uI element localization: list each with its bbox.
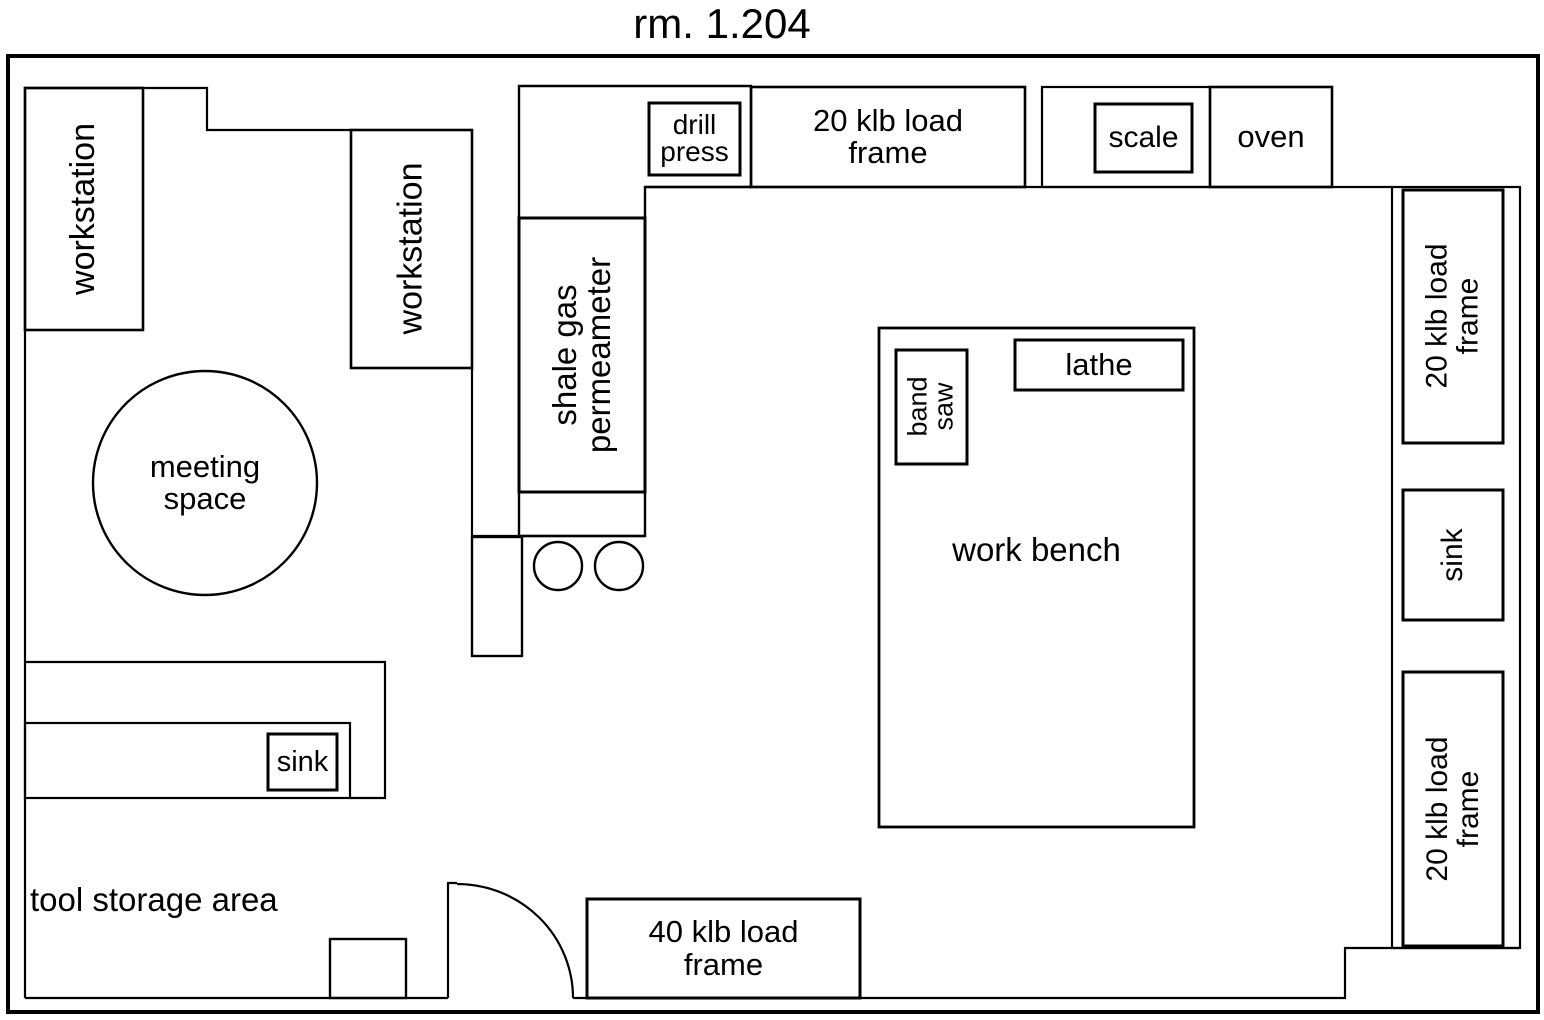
workstation-nw-label: workstation xyxy=(64,123,103,295)
load-frame-20-top-label: 20 klb load frame xyxy=(813,102,963,170)
stool-circle-1 xyxy=(532,540,584,592)
wall-sink-counter-partition xyxy=(25,660,387,800)
work-bench-label: work bench xyxy=(952,530,1121,568)
work-bench-box xyxy=(877,326,1196,829)
oven-box xyxy=(1208,85,1334,189)
room-outer-wall xyxy=(6,54,1540,1014)
shale-gas-permeameter-label: shale gas permeameter xyxy=(545,256,617,454)
meeting-space-label: meeting space xyxy=(149,448,261,516)
load-frame-20-right-upper-box xyxy=(1401,188,1505,445)
workstation-mid-label: workstation xyxy=(391,162,430,335)
sink-right-label: sink xyxy=(1436,528,1470,582)
sink-right-box xyxy=(1401,488,1505,622)
right-strip-outline xyxy=(1390,185,1522,950)
wall-left-and-top-jog xyxy=(23,86,351,998)
sink-left-box xyxy=(266,732,339,792)
load-frame-20-right-lower-box xyxy=(1401,670,1505,948)
band-saw-box xyxy=(894,348,969,466)
load-frame-40-box xyxy=(585,897,862,1000)
load-frame-20-top-box xyxy=(749,85,1027,189)
shale-gas-permeameter-box xyxy=(517,216,647,494)
lathe-box xyxy=(1013,338,1185,392)
load-frame-20-right-upper-label: 20 klb load frame xyxy=(1420,243,1485,389)
scale-box xyxy=(1093,102,1194,174)
drill-press-box xyxy=(647,101,742,177)
sink-left-label: sink xyxy=(276,745,329,778)
lathe-label: lathe xyxy=(1065,346,1133,382)
meeting-space-circle xyxy=(91,369,319,597)
door-leaf xyxy=(446,881,457,998)
load-frame-40-label: 40 klb load frame xyxy=(648,914,799,982)
load-frame-20-right-lower-label: 20 klb load frame xyxy=(1420,736,1485,882)
drill-press-label: drill press xyxy=(660,109,729,167)
scale-label: scale xyxy=(1108,121,1179,155)
tool-storage-area-label: tool storage area xyxy=(30,880,278,918)
oven-label: oven xyxy=(1237,118,1305,154)
page-title: rm. 1.204 xyxy=(633,0,811,48)
bottom-cabinet-box xyxy=(328,937,408,1000)
band-saw-label: band saw xyxy=(902,376,958,437)
stool-circle-2 xyxy=(593,540,645,592)
door-swing-arc xyxy=(456,882,575,999)
workstation-nw-box xyxy=(23,86,145,332)
sink-counter-box xyxy=(23,721,352,800)
workstation-mid-box xyxy=(349,128,474,370)
small-cabinet-box xyxy=(470,535,524,658)
